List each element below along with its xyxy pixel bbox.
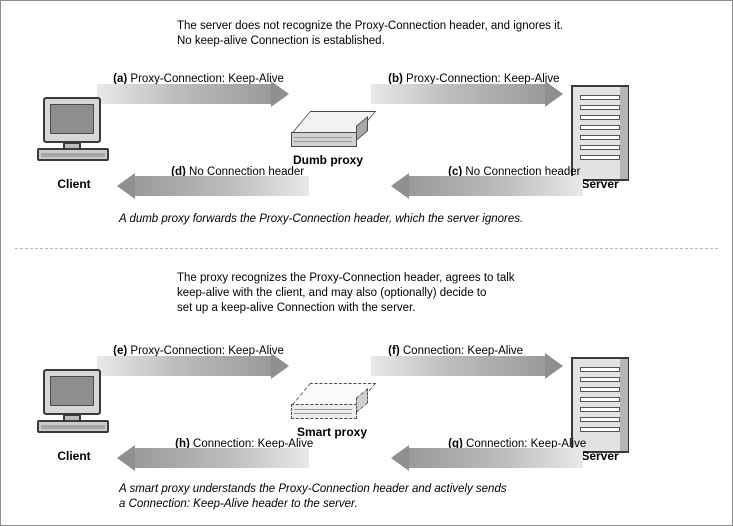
proxy-front-line-1 bbox=[294, 409, 352, 410]
arrow-text-g: Connection: Keep-Alive bbox=[462, 438, 587, 450]
smart-proxy-box bbox=[291, 383, 379, 429]
client-screen bbox=[50, 376, 94, 406]
arrow-label-e: (e) Proxy-Connection: Keep-Alive bbox=[94, 333, 284, 369]
arrow-tag-b: (b) bbox=[388, 73, 403, 85]
server-rack-bottom bbox=[571, 357, 629, 453]
arrow-f-head bbox=[545, 353, 563, 379]
server-slot bbox=[580, 427, 620, 432]
client-label-top: Client bbox=[57, 177, 91, 191]
server-slot bbox=[580, 397, 620, 402]
bottom-panel-caption-top: The proxy recognizes the Proxy-Connectio… bbox=[177, 272, 515, 314]
arrow-e-shaft bbox=[97, 356, 272, 376]
proxy-front-line-2 bbox=[294, 413, 352, 414]
arrow-a bbox=[97, 81, 289, 107]
client-base-shade bbox=[41, 153, 105, 157]
arrow-tag-g: (g) bbox=[448, 438, 463, 450]
arrow-tag-e: (e) bbox=[113, 345, 128, 357]
proxy-front-face bbox=[291, 404, 357, 419]
client-screen bbox=[50, 104, 94, 134]
arrow-tag-c: (c) bbox=[448, 166, 463, 178]
arrow-text-a: Proxy-Connection: Keep-Alive bbox=[127, 73, 284, 85]
client-computer-bottom bbox=[37, 369, 111, 443]
bottom-panel-caption-bottom: A smart proxy understands the Proxy-Conn… bbox=[119, 483, 507, 510]
arrow-e bbox=[97, 353, 289, 379]
arrow-e-head bbox=[271, 353, 289, 379]
arrow-text-h: Connection: Keep-Alive bbox=[189, 438, 314, 450]
arrow-g bbox=[391, 445, 583, 471]
dumb-proxy-label: Dumb proxy bbox=[292, 153, 363, 167]
proxy-front-face bbox=[291, 132, 357, 147]
dumb-proxy-box bbox=[291, 111, 379, 157]
server-label-top: Server bbox=[581, 177, 619, 191]
arrow-label-c: (c) No Connection header bbox=[429, 154, 581, 190]
arrow-c bbox=[391, 173, 583, 199]
smart-proxy-label: Smart proxy bbox=[296, 425, 368, 439]
arrow-text-c: No Connection header bbox=[462, 166, 581, 178]
server-label-bottom: Server bbox=[581, 449, 619, 463]
server-slots bbox=[580, 95, 620, 171]
server-slot bbox=[580, 115, 620, 120]
arrow-label-a: (a) Proxy-Connection: Keep-Alive bbox=[94, 61, 284, 97]
arrow-f-shaft bbox=[371, 356, 546, 376]
arrow-b bbox=[371, 81, 563, 107]
arrow-a-shaft bbox=[97, 84, 272, 104]
server-side-panel bbox=[620, 359, 628, 451]
arrow-b-shaft bbox=[371, 84, 546, 104]
arrow-b-head bbox=[545, 81, 563, 107]
arrow-tag-h: (h) bbox=[175, 438, 190, 450]
arrow-c-shaft bbox=[408, 176, 583, 196]
arrow-h bbox=[117, 445, 309, 471]
arrow-label-d: (d) No Connection header bbox=[152, 154, 304, 190]
arrow-f bbox=[371, 353, 563, 379]
arrow-tag-f: (f) bbox=[388, 345, 400, 357]
client-computer-top bbox=[37, 97, 111, 171]
server-slot bbox=[580, 377, 620, 382]
arrow-text-e: Proxy-Connection: Keep-Alive bbox=[127, 345, 284, 357]
server-slot bbox=[580, 125, 620, 130]
arrow-text-d: No Connection header bbox=[185, 166, 305, 178]
arrow-h-shaft bbox=[134, 448, 309, 468]
server-rack-top bbox=[571, 85, 629, 181]
arrow-text-f: Connection: Keep-Alive bbox=[399, 345, 524, 357]
client-monitor bbox=[43, 369, 101, 415]
arrow-d-shaft bbox=[134, 176, 309, 196]
client-base-shade bbox=[41, 425, 105, 429]
arrow-tag-a: (a) bbox=[113, 73, 128, 85]
arrow-g-head bbox=[391, 445, 409, 471]
arrow-label-f: (f) Connection: Keep-Alive bbox=[369, 333, 523, 369]
arrow-tag-d: (d) bbox=[171, 166, 186, 178]
arrow-c-head bbox=[391, 173, 409, 199]
arrow-d bbox=[117, 173, 309, 199]
server-slot bbox=[580, 387, 620, 392]
arrow-label-h: (h) Connection: Keep-Alive bbox=[156, 426, 313, 462]
server-slot bbox=[580, 135, 620, 140]
arrow-label-g: (g) Connection: Keep-Alive bbox=[429, 426, 586, 462]
proxy-front-line-1 bbox=[294, 137, 352, 138]
dumb-proxy-panel: The server does not recognize the Proxy-… bbox=[1, 1, 732, 248]
top-panel-caption-top: The server does not recognize the Proxy-… bbox=[177, 20, 564, 47]
arrow-g-shaft bbox=[408, 448, 583, 468]
server-slot bbox=[580, 95, 620, 100]
arrow-a-head bbox=[271, 81, 289, 107]
client-label-bottom: Client bbox=[57, 449, 91, 463]
panel-divider bbox=[15, 248, 718, 249]
server-slot bbox=[580, 105, 620, 110]
arrow-d-head bbox=[117, 173, 135, 199]
server-slot bbox=[580, 407, 620, 412]
top-panel-caption-bottom: A dumb proxy forwards the Proxy-Connecti… bbox=[119, 213, 524, 225]
client-monitor bbox=[43, 97, 101, 143]
smart-proxy-panel: The proxy recognizes the Proxy-Connectio… bbox=[1, 249, 732, 525]
server-slot bbox=[580, 367, 620, 372]
server-slot bbox=[580, 417, 620, 422]
arrow-h-head bbox=[117, 445, 135, 471]
server-side-panel bbox=[620, 87, 628, 179]
proxy-front-line-2 bbox=[294, 141, 352, 142]
server-slot bbox=[580, 155, 620, 160]
server-slot bbox=[580, 145, 620, 150]
server-slots bbox=[580, 367, 620, 443]
